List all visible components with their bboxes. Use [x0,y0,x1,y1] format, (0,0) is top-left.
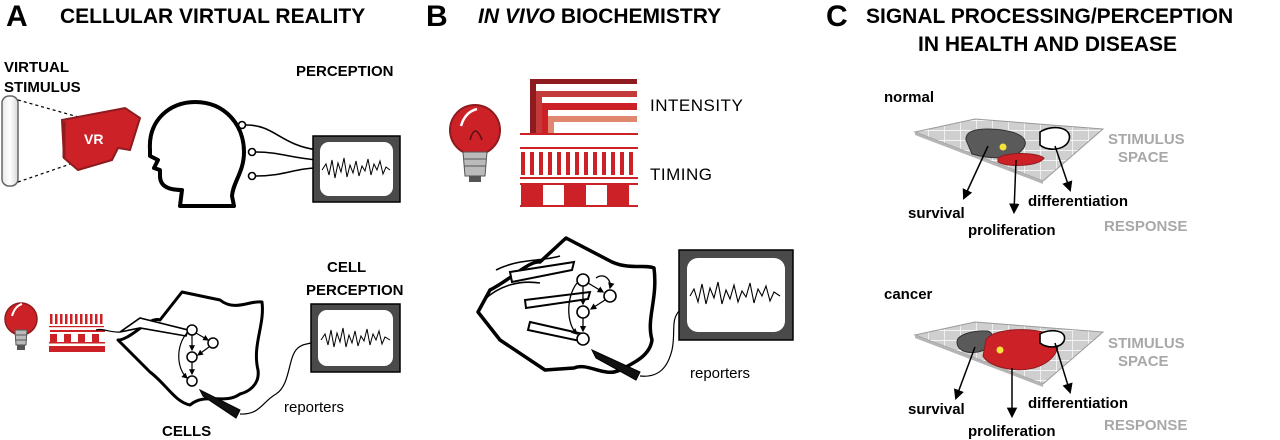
panel-c-title-line1: SIGNAL PROCESSING/PERCEPTION [866,5,1234,28]
panel-a-letter: A [6,0,28,33]
proliferation-label-cancer: proliferation [968,423,1056,440]
electrodes-icon [237,120,319,181]
signaling-network-b [576,273,617,346]
monitor-b-icon [678,249,794,341]
stimulus-space-grid-cancer [913,321,1105,387]
differentiation-label-cancer: differentiation [1028,395,1128,412]
cancer-label: cancer [884,286,933,303]
proliferation-label-normal: proliferation [968,222,1056,239]
response-label-cancer: RESPONSE [1104,417,1188,434]
cell-outline-b [476,236,657,374]
perception-label: PERCEPTION [296,63,394,80]
stimulus-space-label-2-normal: SPACE [1118,149,1169,166]
timing-pattern [520,147,638,207]
panel-c-letter: C [826,0,848,33]
stimulus-space-label-1-cancer: STIMULUS [1108,335,1185,352]
cell-outline-a [116,290,264,407]
virtual-screen [1,95,19,187]
light-bulb-icon-a [4,302,38,350]
signaling-network-a [186,324,219,387]
panel-c-title-line2: IN HEALTH AND DISEASE [918,33,1178,56]
reporters-label-a: reporters [284,399,345,416]
stimulus-space-label-2-cancer: SPACE [1118,353,1169,370]
projection-line-bottom [17,159,83,183]
stimulus-space-grid-normal [913,118,1105,184]
panel-b-title: IN VIVO BIOCHEMISTRY [478,6,721,27]
timing-label: TIMING [650,165,713,184]
intensity-pattern [520,79,638,135]
cells-label: CELLS [162,423,212,440]
survival-label-normal: survival [908,205,965,222]
reporters-label-b: reporters [690,365,751,382]
response-label-normal: RESPONSE [1104,218,1188,235]
light-bulb-icon-b [449,104,501,182]
stimulus-space-label-1-normal: STIMULUS [1108,131,1185,148]
pipettes-b [508,260,592,343]
panel-a-title: CELLULAR VIRTUAL REALITY [60,5,366,28]
stimulation-pattern-small [49,314,105,352]
virtual-stimulus-label-2: STIMULUS [4,79,81,96]
monitor-perception-icon [312,135,401,203]
panel-b-letter: B [426,0,448,33]
monitor-cell-perception-icon [310,303,401,373]
differentiation-label-normal: differentiation [1028,193,1128,210]
survival-label-cancer: survival [908,401,965,418]
normal-label: normal [884,89,935,106]
pipette-a [119,317,190,337]
cell-perception-label-1: CELL [327,259,367,276]
vr-label: VR [84,131,104,147]
intensity-label: INTENSITY [650,96,744,115]
projection-line-top [17,99,83,119]
head-profile-icon [147,100,246,208]
reporter-probe-b [590,348,641,381]
cell-perception-label-2: PERCEPTION [306,282,404,299]
virtual-stimulus-label-1: VIRTUAL [4,59,69,76]
reporter-probe-a [198,388,241,419]
panel-b-title-rest: BIOCHEMISTRY [555,5,722,28]
panel-b-title-italic: IN VIVO [478,5,556,28]
